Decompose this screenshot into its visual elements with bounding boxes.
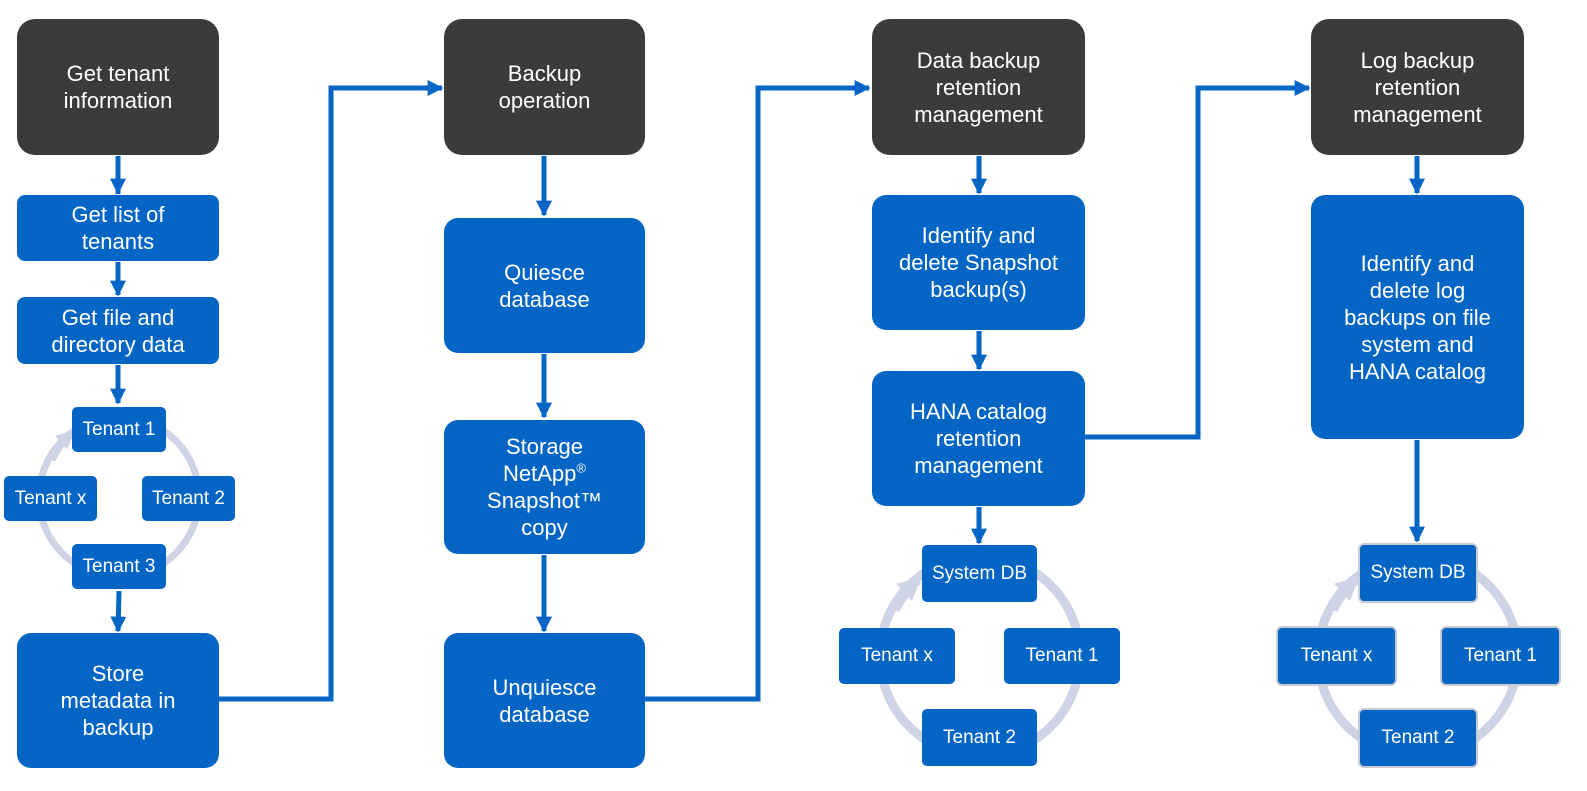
get-tenant-information-label: Get tenant information [63, 61, 173, 113]
get-file-and-directory-data-label: Get file and directory data [51, 304, 185, 357]
arrow-c1-4 [110, 590, 127, 633]
storage-line: Storage [505, 434, 584, 459]
ring-arrow-col1 [48, 430, 75, 462]
col3-tenant-right-label: Tenant 1 [1025, 645, 1099, 666]
col1-tenant-right: Tenant 2 [142, 476, 235, 521]
hana-catalog-retention-label: HANA catalog retention management [910, 399, 1047, 478]
col3-tenant-bottom-label: Tenant 2 [943, 726, 1016, 748]
get-list-of-tenants-label: Get list of tenants [71, 202, 165, 254]
store-metadata-in-backup-label: Store metadata in backup [60, 661, 176, 740]
col4-tenant-bottom-label: Tenant 2 [1381, 727, 1455, 748]
col1-tenant-bottom: Tenant 3 [72, 544, 166, 589]
col4-tenant-left-label: Tenant x [1300, 645, 1373, 666]
identify-delete-log-backups-label: Identify and delete log backups on file … [1344, 251, 1491, 384]
col4-system-db: System DB [1358, 543, 1478, 603]
col4-tenant-right: Tenant 1 [1440, 626, 1561, 686]
get-file-and-directory-data-step: Get file and directory data [17, 297, 219, 364]
identify-delete-snapshot-label: Identify and delete Snapshot backup(s) [898, 223, 1059, 302]
registered-mark: ® [576, 460, 586, 476]
col4-tenant-left: Tenant x [1276, 626, 1397, 686]
store-metadata-in-backup-step: Store metadata in backup [17, 633, 219, 768]
data-backup-retention-management-header: Data backup retention management [872, 19, 1085, 155]
quiesce-database-step: Quiesce database [444, 218, 645, 353]
data-backup-retention-management-label: Data backup retention management [914, 47, 1043, 127]
copy-line: copy [521, 515, 568, 540]
arrow-col2-to-col3 [645, 79, 871, 702]
col1-tenant-bottom-label: Tenant 3 [82, 555, 156, 577]
col3-tenant-left-label: Tenant x [861, 645, 933, 666]
snapshot-line: Snapshot™ [487, 488, 602, 513]
identify-delete-log-backups-step: Identify and delete log backups on file … [1311, 195, 1524, 439]
log-backup-retention-management-label: Log backup retention management [1353, 47, 1482, 127]
netapp-text: NetApp [503, 461, 577, 486]
netapp-line: NetApp® [487, 460, 602, 487]
col3-tenant-right: Tenant 1 [1004, 628, 1120, 684]
col1-tenant-left-label: Tenant x [14, 487, 87, 509]
identify-delete-snapshot-step: Identify and delete Snapshot backup(s) [872, 195, 1085, 330]
storage-snapshot-copy-label: Storage NetApp® Snapshot™ copy [487, 433, 602, 541]
arrow-col1-to-col2 [219, 79, 444, 702]
get-list-of-tenants-step: Get list of tenants [17, 195, 219, 261]
col1-tenant-top-label: Tenant 1 [82, 418, 156, 440]
log-backup-retention-management-header: Log backup retention management [1311, 19, 1524, 155]
hana-catalog-retention-step: HANA catalog retention management [872, 371, 1085, 506]
quiesce-database-label: Quiesce database [499, 259, 590, 312]
backup-operation-label: Backup operation [498, 61, 591, 113]
col1-tenant-right-label: Tenant 2 [152, 487, 225, 509]
col3-tenant-left: Tenant x [839, 628, 955, 684]
arrow-col3-to-col4 [1085, 79, 1311, 440]
col1-tenant-top: Tenant 1 [72, 407, 166, 452]
backup-operation-header: Backup operation [444, 19, 645, 155]
col4-tenant-right-label: Tenant 1 [1464, 645, 1537, 666]
ring-arrow-col3 [890, 576, 922, 613]
col4-system-db-label: System DB [1370, 562, 1466, 583]
col3-system-db-label: System DB [931, 562, 1028, 584]
get-tenant-information-header: Get tenant information [17, 19, 219, 155]
col3-system-db: System DB [922, 545, 1037, 602]
unquiesce-database-step: Unquiesce database [444, 633, 645, 768]
col3-tenant-bottom: Tenant 2 [922, 709, 1037, 766]
storage-snapshot-copy-step: Storage NetApp® Snapshot™ copy [444, 420, 645, 554]
col4-tenant-bottom: Tenant 2 [1358, 708, 1478, 768]
col1-tenant-left: Tenant x [4, 476, 97, 521]
ring-arrow-col4 [1328, 576, 1360, 613]
unquiesce-database-label: Unquiesce database [492, 674, 597, 727]
